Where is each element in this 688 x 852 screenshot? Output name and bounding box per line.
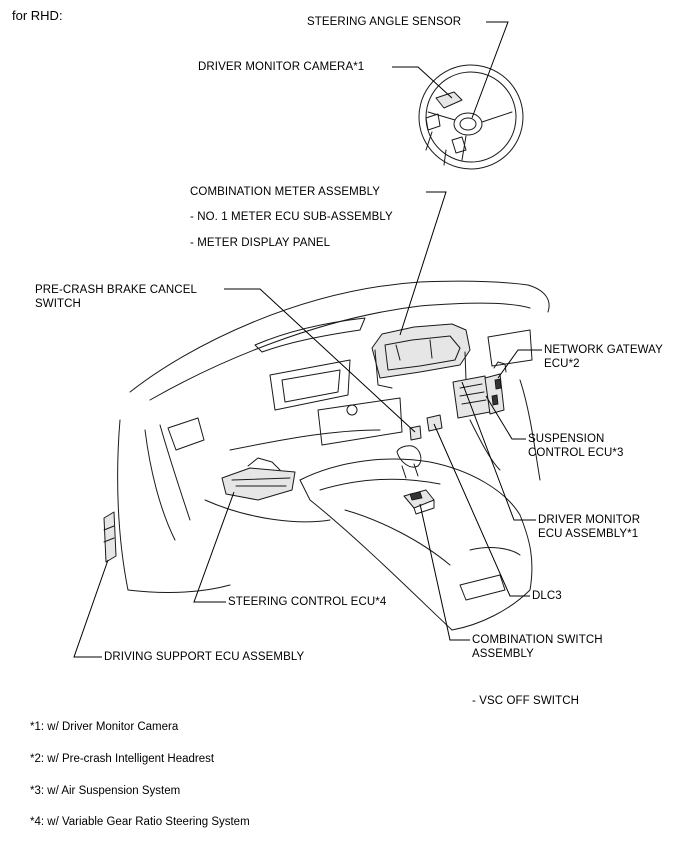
label-network-gateway-line2: ECU*2 xyxy=(544,358,580,370)
combination-switch-part xyxy=(403,489,435,515)
steering-control-ecu-part xyxy=(221,457,296,501)
label-steering-angle-sensor: STEERING ANGLE SENSOR xyxy=(307,16,462,28)
label-driver-monitor-ecu-line1: DRIVER MONITOR xyxy=(538,514,641,526)
pre-crash-switch-part xyxy=(409,425,422,441)
steering-wheel-illustration xyxy=(418,64,524,170)
ecu-cluster-illustration xyxy=(452,361,507,419)
label-suspension-line2: CONTROL ECU*3 xyxy=(528,447,624,459)
label-pre-crash-line2: SWITCH xyxy=(35,298,81,310)
footnote: *4: w/ Variable Gear Ratio Steering Syst… xyxy=(30,816,250,828)
label-meter-display: - METER DISPLAY PANEL xyxy=(190,237,331,249)
label-dlc3: DLC3 xyxy=(532,590,562,602)
footnote: *1: w/ Driver Monitor Camera xyxy=(30,721,179,733)
label-pre-crash-line1: PRE-CRASH BRAKE CANCEL xyxy=(35,284,197,296)
label-combination-switch-line1: COMBINATION SWITCH xyxy=(472,634,603,646)
footnote: *3: w/ Air Suspension System xyxy=(30,785,181,797)
driving-support-ecu-part xyxy=(103,511,117,563)
combination-meter-illustration xyxy=(371,323,471,389)
label-driver-monitor-ecu-line2: ECU ASSEMBLY*1 xyxy=(538,528,639,540)
dashboard-illustration xyxy=(117,280,550,631)
leader-lines xyxy=(73,21,542,658)
variant-header: for RHD: xyxy=(12,8,63,23)
label-driving-support-ecu: DRIVING SUPPORT ECU ASSEMBLY xyxy=(104,651,305,663)
label-meter-ecu: - NO. 1 METER ECU SUB-ASSEMBLY xyxy=(190,211,393,223)
label-suspension-line1: SUSPENSION xyxy=(528,433,605,445)
label-network-gateway-line1: NETWORK GATEWAY xyxy=(544,344,663,356)
dlc3-part xyxy=(426,414,443,432)
label-combination-meter: COMBINATION METER ASSEMBLY xyxy=(190,186,381,198)
label-combination-switch-line2: ASSEMBLY xyxy=(472,648,534,660)
footnote: *2: w/ Pre-crash Intelligent Headrest xyxy=(30,753,215,765)
label-steering-control-ecu: STEERING CONTROL ECU*4 xyxy=(228,596,387,608)
label-vsc-off-switch: - VSC OFF SWITCH xyxy=(472,695,580,707)
label-driver-monitor-camera: DRIVER MONITOR CAMERA*1 xyxy=(198,61,365,73)
